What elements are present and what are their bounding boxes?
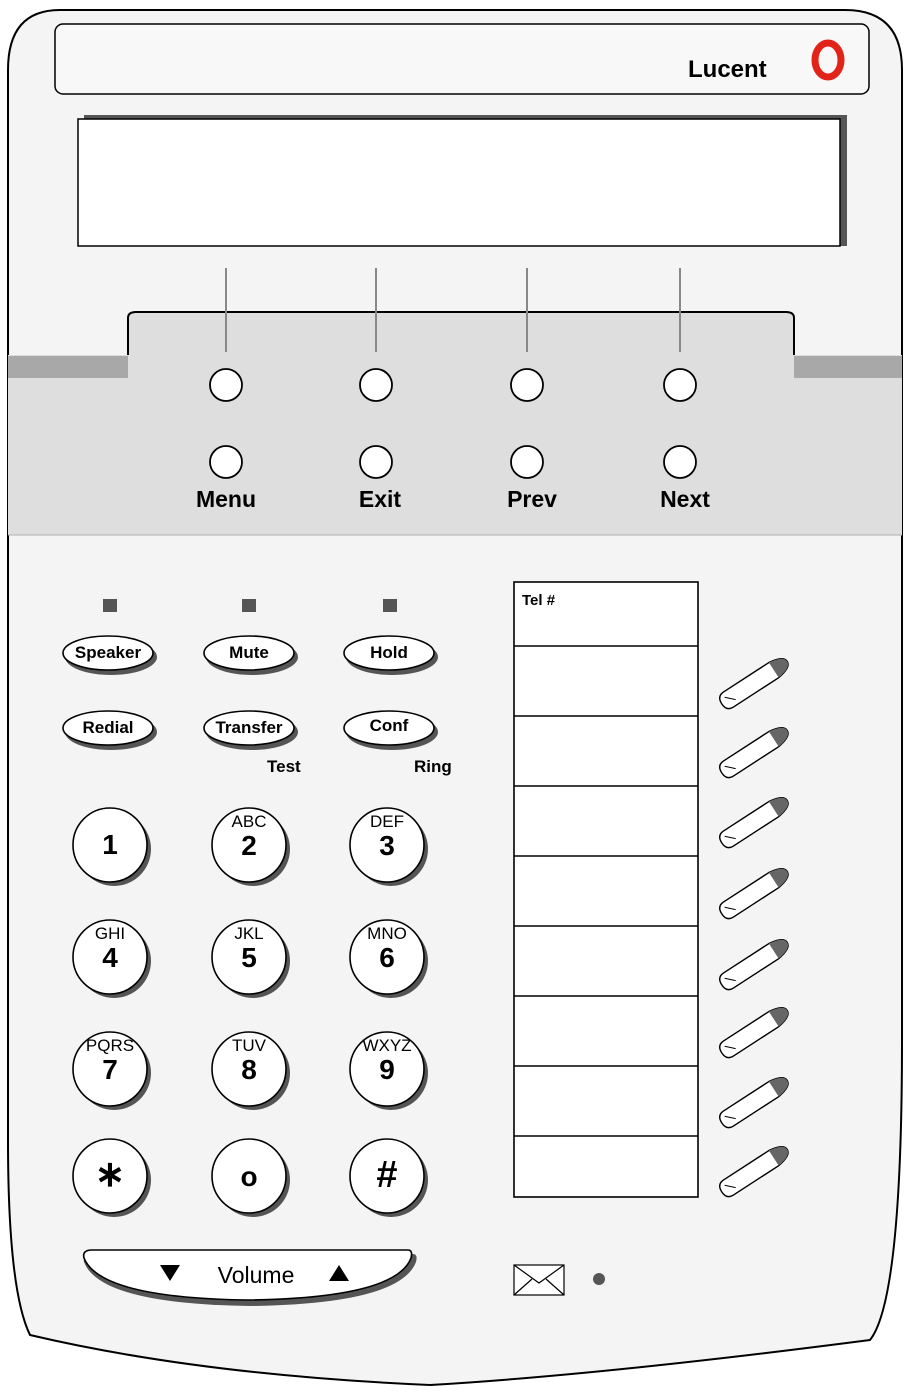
- key-0[interactable]: [211, 1138, 287, 1214]
- key-3[interactable]: [349, 807, 425, 883]
- key-2[interactable]: [211, 807, 287, 883]
- hold-led: [383, 599, 397, 612]
- label-card: [513, 581, 699, 1198]
- key-1-label: 1: [102, 829, 118, 860]
- softkey-4-button[interactable]: [663, 368, 697, 402]
- key-6[interactable]: [349, 919, 425, 995]
- mute-label: Mute: [229, 643, 269, 662]
- message-led: [593, 1273, 605, 1285]
- key-9[interactable]: [349, 1031, 425, 1107]
- softkey-label-menu: Menu: [195, 486, 257, 512]
- softkey-label-next: Next: [660, 486, 710, 512]
- key-7[interactable]: [72, 1031, 148, 1107]
- softkey-label-prev: Prev: [507, 486, 557, 512]
- speaker-led: [103, 599, 117, 612]
- softkey-1-button[interactable]: [209, 368, 243, 402]
- key-5[interactable]: [211, 919, 287, 995]
- exit-button[interactable]: [359, 445, 393, 479]
- mute-led: [242, 599, 256, 612]
- key-star[interactable]: [72, 1138, 148, 1214]
- conf-label: Conf: [369, 716, 409, 735]
- transfer-label: Transfer: [215, 718, 283, 737]
- key-star-label: ∗: [94, 1153, 126, 1194]
- softkey-label-exit: Exit: [358, 486, 402, 512]
- display-screen: [77, 118, 841, 247]
- volume-down-icon: [160, 1265, 180, 1281]
- hold-label: Hold: [370, 643, 408, 662]
- transfer-button[interactable]: [203, 710, 295, 746]
- key-0-label: o: [240, 1161, 258, 1192]
- speaker-label: Speaker: [74, 643, 142, 662]
- volume-label: Volume: [217, 1262, 295, 1288]
- prev-button[interactable]: [510, 445, 544, 479]
- softkey-2-button[interactable]: [359, 368, 393, 402]
- key-8[interactable]: [211, 1031, 287, 1107]
- test-label: Test: [267, 757, 301, 776]
- conf-button[interactable]: [343, 710, 435, 746]
- logo-panel: [54, 23, 870, 95]
- softkey-band: [8, 312, 902, 535]
- brand-name: Lucent: [688, 56, 767, 83]
- mute-button[interactable]: [203, 635, 295, 671]
- redial-label: Redial: [82, 718, 134, 737]
- speaker-button[interactable]: [62, 635, 154, 671]
- ring-label: Ring: [414, 757, 452, 776]
- key-4[interactable]: [72, 919, 148, 995]
- next-button[interactable]: [663, 445, 697, 479]
- volume-up-icon: [329, 1265, 349, 1281]
- key-pound-label: #: [376, 1154, 398, 1196]
- line-buttons: [719, 658, 789, 1198]
- key-pound[interactable]: [349, 1138, 425, 1214]
- message-envelope-icon: [513, 1264, 565, 1296]
- redial-button[interactable]: [62, 710, 154, 746]
- softkey-3-button[interactable]: [510, 368, 544, 402]
- left-tab: [8, 356, 128, 378]
- lucent-logo-icon: [811, 39, 845, 81]
- label-card-header: Tel #: [522, 592, 556, 609]
- menu-button[interactable]: [209, 445, 243, 479]
- volume-button[interactable]: [82, 1249, 413, 1301]
- right-tab: [794, 356, 902, 378]
- hold-button[interactable]: [343, 635, 435, 671]
- key-1[interactable]: [72, 807, 148, 883]
